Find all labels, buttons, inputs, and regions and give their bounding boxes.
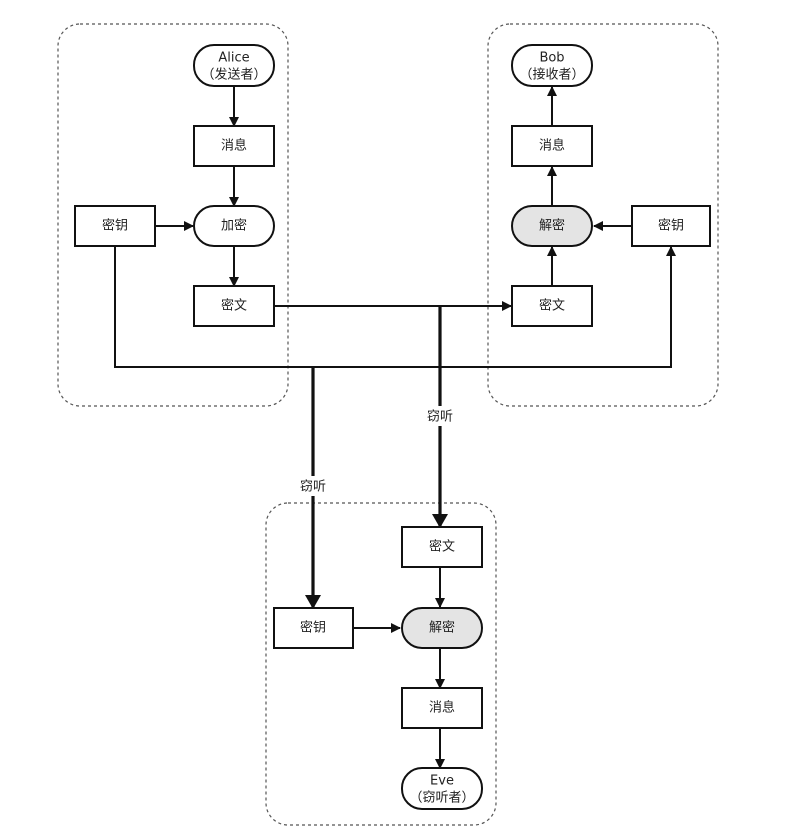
node-eve-key: 密钥 <box>273 607 354 649</box>
svg-text:消息: 消息 <box>221 138 247 154</box>
svg-text:密文: 密文 <box>429 539 455 555</box>
svg-text:密钥: 密钥 <box>658 218 684 234</box>
node-bob-message: 消息 <box>511 125 593 167</box>
node-encrypt: 加密 <box>193 205 275 247</box>
node-eve-decrypt: 解密 <box>401 607 483 649</box>
alice-role: （发送者） <box>201 67 266 83</box>
svg-text:消息: 消息 <box>539 138 565 154</box>
svg-text:消息: 消息 <box>429 700 455 716</box>
node-bob-decrypt: 解密 <box>511 205 593 247</box>
alice-name: Alice <box>218 51 249 66</box>
bob-name: Bob <box>539 51 564 66</box>
bob-group <box>487 23 719 407</box>
node-alice-key: 密钥 <box>74 205 156 247</box>
node-bob: Bob （接收者） <box>511 44 593 87</box>
svg-text:密钥: 密钥 <box>300 620 326 636</box>
node-alice-ciphertext: 密文 <box>193 285 275 327</box>
svg-text:密文: 密文 <box>539 298 565 314</box>
alice-group <box>57 23 289 407</box>
eavesdrop-label-key: 窃听 <box>300 479 326 495</box>
svg-text:加密: 加密 <box>221 218 247 234</box>
node-eve: Eve （窃听者） <box>401 767 483 810</box>
svg-text:密钥: 密钥 <box>102 218 128 234</box>
eve-name: Eve <box>430 774 454 789</box>
node-bob-key: 密钥 <box>631 205 711 247</box>
eavesdrop-label-ciphertext: 窃听 <box>427 409 453 425</box>
svg-text:解密: 解密 <box>429 620 455 636</box>
eve-role: （窃听者） <box>409 790 474 806</box>
node-eve-ciphertext: 密文 <box>401 526 483 568</box>
bob-role: （接收者） <box>519 67 584 83</box>
svg-text:解密: 解密 <box>539 218 565 234</box>
eve-group <box>265 502 497 826</box>
svg-text:密文: 密文 <box>221 298 247 314</box>
node-bob-ciphertext: 密文 <box>511 285 593 327</box>
node-alice: Alice （发送者） <box>193 44 275 87</box>
edge-key-channel <box>114 246 676 368</box>
node-eve-message: 消息 <box>401 687 483 729</box>
node-alice-message: 消息 <box>193 125 275 167</box>
